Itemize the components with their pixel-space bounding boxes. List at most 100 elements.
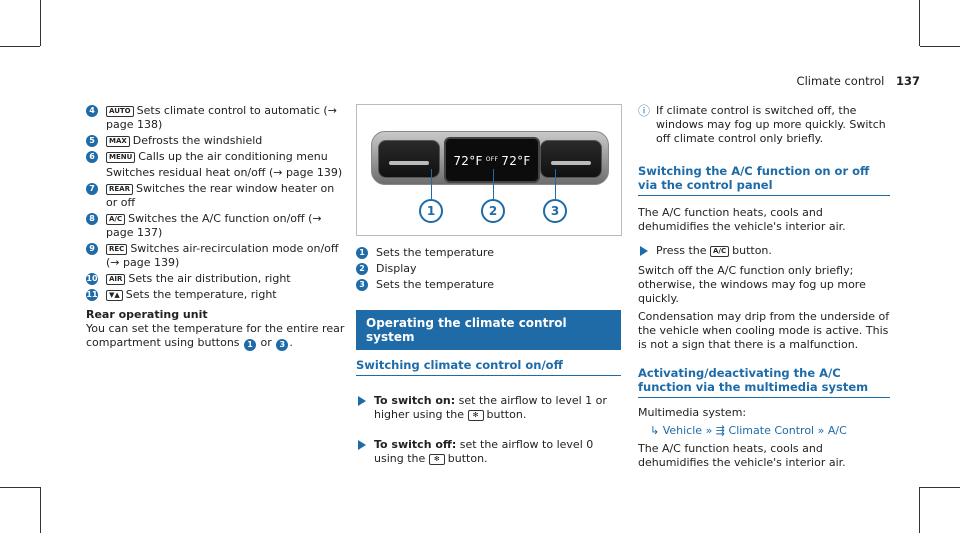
callout-badge: 1 <box>356 247 368 259</box>
step-arrow-icon <box>358 440 366 450</box>
crop-mark <box>920 46 960 47</box>
fan-icon: ✻ <box>467 410 484 421</box>
step-end: button. <box>486 408 527 421</box>
section-title: Operating the climate control system <box>356 310 621 350</box>
control-description: Sets climate control to automatic (→ pag… <box>106 104 337 131</box>
control-description: Switches the rear window heater on or of… <box>106 182 335 209</box>
callout-badge: 2 <box>356 263 368 275</box>
step-end: button. <box>447 452 488 465</box>
figure-callout: 3 <box>543 199 567 223</box>
leader-line <box>431 169 432 199</box>
control-description: Sets the air distribution, right <box>128 272 291 285</box>
crop-mark <box>40 487 41 533</box>
callout-badge: 4 <box>86 105 98 117</box>
crop-mark <box>0 487 40 488</box>
note-text: If climate control is switched off, the … <box>656 104 886 145</box>
temp-button-right <box>540 140 602 178</box>
chapter-title: Climate control <box>796 74 885 88</box>
crop-mark <box>920 487 960 488</box>
fan-icon: ✻ <box>428 454 445 465</box>
rear-unit-text-a: You can set the temperature for the enti… <box>86 322 345 349</box>
callout-badge: 3 <box>276 339 289 351</box>
crop-mark <box>0 46 40 47</box>
rear-unit-text: You can set the temperature for the enti… <box>86 322 346 351</box>
info-note: ⓘ If climate control is switched off, th… <box>638 104 890 146</box>
menu-path: ↳ Vehicle » ⇶ Climate Control » A/C <box>638 424 890 438</box>
callout-badge: 5 <box>86 135 98 147</box>
button-symbol-icon: MENU <box>106 152 136 163</box>
callout-badge: 3 <box>356 279 368 291</box>
step-label: To switch off: <box>374 438 457 451</box>
step-text: Press the <box>656 244 707 257</box>
step-label: To switch on: <box>374 394 456 407</box>
temp-button-left <box>378 140 440 178</box>
legend-item: 2 Display <box>356 262 621 276</box>
page-header: Climate control 137 <box>797 74 920 88</box>
step-text: set the airflow to level 0 using the <box>374 438 594 465</box>
multimedia-label: Multimedia system: <box>638 406 747 419</box>
control-description: Defrosts the windshield <box>132 134 263 147</box>
button-symbol-icon: A/C <box>106 214 126 225</box>
airflow-icon: ⇶ <box>715 424 726 437</box>
right-column: ⓘ If climate control is switched off, th… <box>638 104 890 470</box>
instruction-step: To switch on: set the airflow to level 1… <box>356 394 621 422</box>
button-symbol-icon: REAR <box>106 184 133 195</box>
chevron-right-icon: » <box>817 424 825 437</box>
figure-callout: 1 <box>419 199 443 223</box>
legend-text: Sets the temperature <box>376 278 494 291</box>
button-symbol-icon: AUTO <box>106 106 134 117</box>
legend-item: 1 Sets the temperature <box>356 246 621 260</box>
heading-multimedia: Activating/deactivating the A/C function… <box>638 366 890 398</box>
callout-badge: 1 <box>244 339 257 351</box>
crop-mark <box>919 487 920 533</box>
paragraph: Switch off the A/C function only briefly… <box>638 264 866 305</box>
button-symbol-icon: MAX <box>106 136 130 147</box>
paragraph: Condensation may drip from the underside… <box>638 310 890 351</box>
callout-badge: 10 <box>86 273 98 285</box>
callout-badge: 6 <box>86 151 98 163</box>
control-description: Switches air-recirculation mode on/off (… <box>106 242 339 269</box>
leader-line <box>555 169 556 199</box>
button-symbol-icon: AIR <box>106 274 126 285</box>
subsection-title: Switching climate control on/off <box>356 358 621 376</box>
control-description: Switches the A/C function on/off (→ page… <box>106 212 322 239</box>
callout-badge: 7 <box>86 183 98 195</box>
instruction-step: To switch off: set the airflow to level … <box>356 438 621 466</box>
rear-unit-end: . <box>289 336 293 349</box>
callout-badge: 9 <box>86 243 98 255</box>
display-off-label: OFF <box>485 156 499 163</box>
legend-item: 3 Sets the temperature <box>356 278 621 292</box>
menu-path-item: Vehicle <box>662 424 703 437</box>
menu-path-item: Climate Control <box>728 424 815 437</box>
page-number: 137 <box>895 74 920 88</box>
step-end: button. <box>732 244 772 257</box>
crop-mark <box>40 0 41 46</box>
callout-badge: 11 <box>86 289 98 301</box>
display-temp-left: 72°F <box>453 154 483 168</box>
rear-unit-or: or <box>260 336 272 349</box>
legend-text: Sets the temperature <box>376 246 494 259</box>
rear-unit-heading: Rear operating unit <box>86 308 208 321</box>
callout-badge: 8 <box>86 213 98 225</box>
crop-mark <box>919 0 920 46</box>
step-text: set the airflow to level 1 or higher usi… <box>374 394 607 421</box>
heading-control-panel: Switching the A/C function on or off via… <box>638 164 890 196</box>
display-temp-right: 72°F <box>501 154 531 168</box>
leader-line <box>493 169 494 199</box>
legend-text: Display <box>376 262 417 275</box>
menu-arrow-icon: ↳ <box>650 424 660 437</box>
control-description: Calls up the air conditioning menu <box>138 150 328 163</box>
